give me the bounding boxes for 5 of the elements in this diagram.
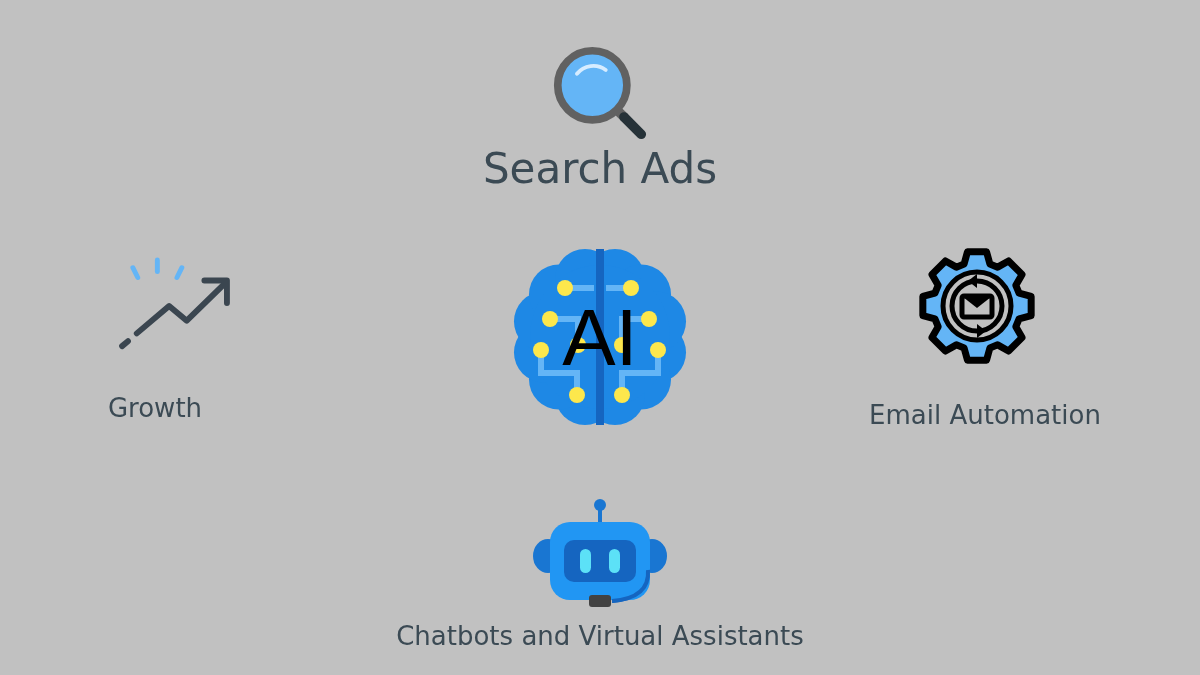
- node-label: Email Automation: [869, 400, 1101, 432]
- node-label: Chatbots and Virtual Assistants: [396, 621, 804, 653]
- node-label: AI: [562, 297, 638, 378]
- node-label: Growth: [107, 393, 203, 425]
- node-label: Search Ads: [482, 144, 718, 195]
